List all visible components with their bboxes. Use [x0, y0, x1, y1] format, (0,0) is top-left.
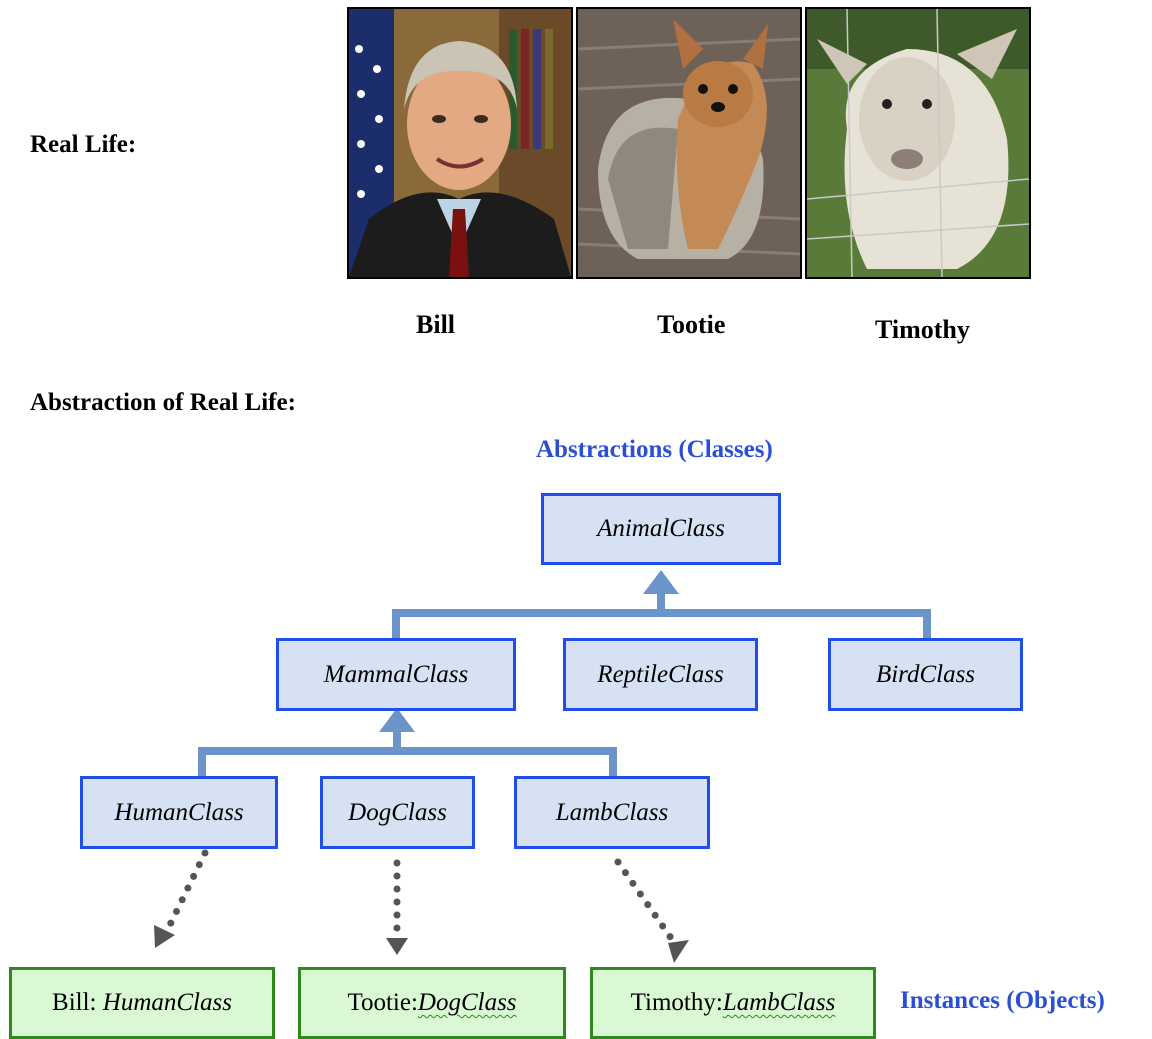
human-class-box: HumanClass: [80, 776, 278, 849]
object-bill-name: Bill:: [52, 989, 103, 1016]
photo-row: [347, 7, 1031, 279]
object-timothy-name: Timothy:: [630, 989, 723, 1016]
animal-class-box: AnimalClass: [541, 493, 781, 565]
mammal-class-box: MammalClass: [276, 638, 516, 711]
photo-timothy: [805, 7, 1031, 279]
object-tootie-name: Tootie:: [347, 989, 418, 1016]
dog-class-box: DogClass: [320, 776, 475, 849]
object-timothy-class: LambClass: [722, 989, 836, 1016]
caption-timothy: Timothy: [875, 315, 970, 344]
caption-tootie: Tootie: [657, 310, 726, 339]
dog-image: [578, 9, 800, 277]
object-timothy-box: Timothy:LambClass: [590, 967, 876, 1039]
bird-class-box: BirdClass: [828, 638, 1023, 711]
real-life-label: Real Life:: [30, 131, 137, 158]
instances-title: Instances (Objects): [900, 987, 1105, 1014]
abstractions-title: Abstractions (Classes): [536, 436, 773, 463]
lamb-image: [807, 9, 1029, 277]
caption-bill: Bill: [416, 310, 456, 339]
object-tootie-class: DogClass: [417, 989, 517, 1016]
reptile-class-box: ReptileClass: [563, 638, 758, 711]
object-tootie-box: Tootie:DogClass: [298, 967, 566, 1039]
object-bill-class: HumanClass: [102, 989, 232, 1016]
man-portrait-image: [349, 9, 571, 277]
object-bill-box: Bill: HumanClass: [9, 967, 275, 1039]
abstraction-label: Abstraction of Real Life:: [30, 389, 296, 416]
lamb-class-box: LambClass: [514, 776, 710, 849]
photo-bill: [347, 7, 573, 279]
photo-tootie: [576, 7, 802, 279]
